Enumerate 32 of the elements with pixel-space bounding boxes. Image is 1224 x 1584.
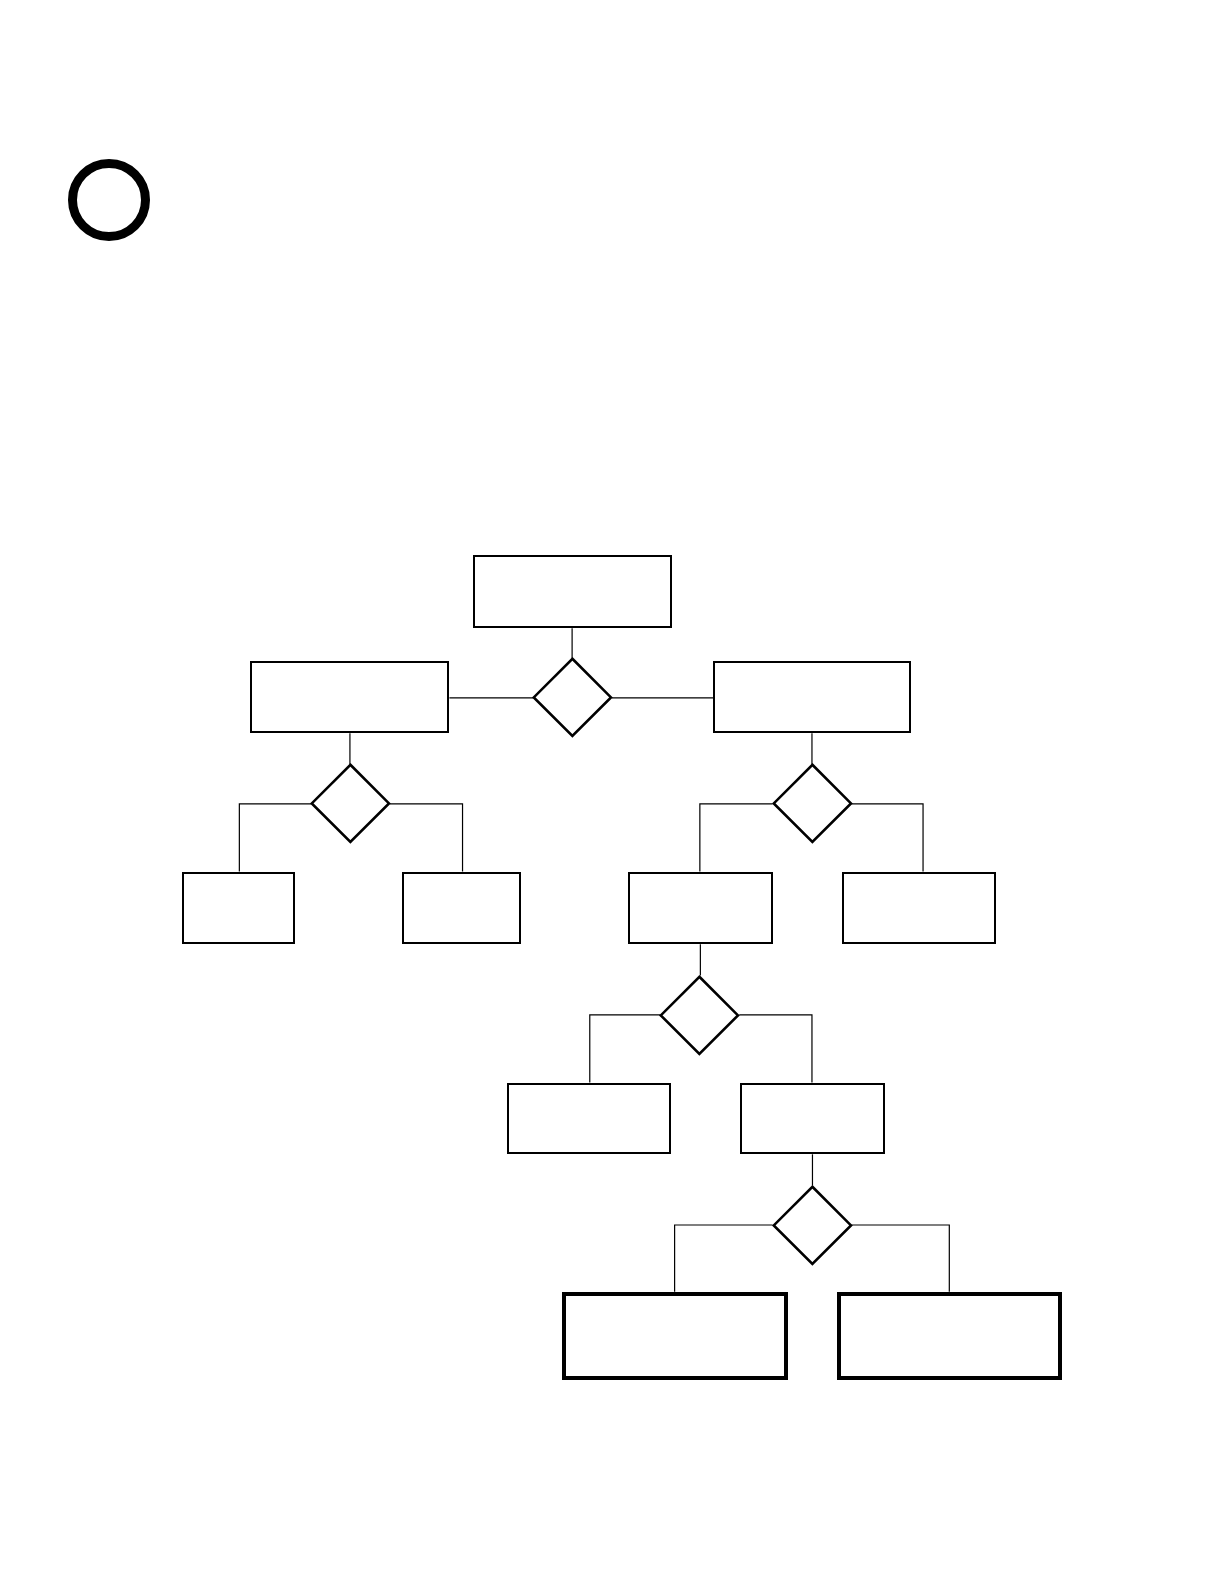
connector-line xyxy=(589,1014,662,1084)
connector-line xyxy=(349,732,351,766)
process-box xyxy=(561,1291,788,1380)
connector-line xyxy=(850,803,924,873)
ring-circle xyxy=(67,158,151,242)
connector-line xyxy=(850,1224,950,1293)
connector-line xyxy=(611,697,714,699)
decision-diamond xyxy=(660,975,740,1055)
process-box xyxy=(506,1082,671,1155)
connector-line xyxy=(738,1014,813,1084)
decision-diamond xyxy=(533,658,612,738)
process-box xyxy=(250,661,450,734)
process-box xyxy=(740,1082,885,1155)
connector-line xyxy=(811,732,813,766)
process-box xyxy=(472,555,672,629)
process-box xyxy=(401,871,522,945)
connector-line xyxy=(699,943,701,977)
connector-line xyxy=(699,803,774,873)
connector-line xyxy=(811,1153,814,1187)
decision-diamond xyxy=(311,764,390,844)
process-box xyxy=(181,871,295,945)
connector-line xyxy=(448,697,534,699)
connector-line xyxy=(389,803,464,873)
connector-line xyxy=(571,627,573,660)
process-box xyxy=(837,1291,1063,1380)
process-box xyxy=(713,661,911,734)
process-box xyxy=(842,871,996,945)
connector-line xyxy=(674,1224,774,1293)
process-box xyxy=(628,871,773,945)
connector-line xyxy=(238,803,312,873)
decision-diamond xyxy=(772,764,852,844)
decision-diamond xyxy=(772,1185,852,1265)
